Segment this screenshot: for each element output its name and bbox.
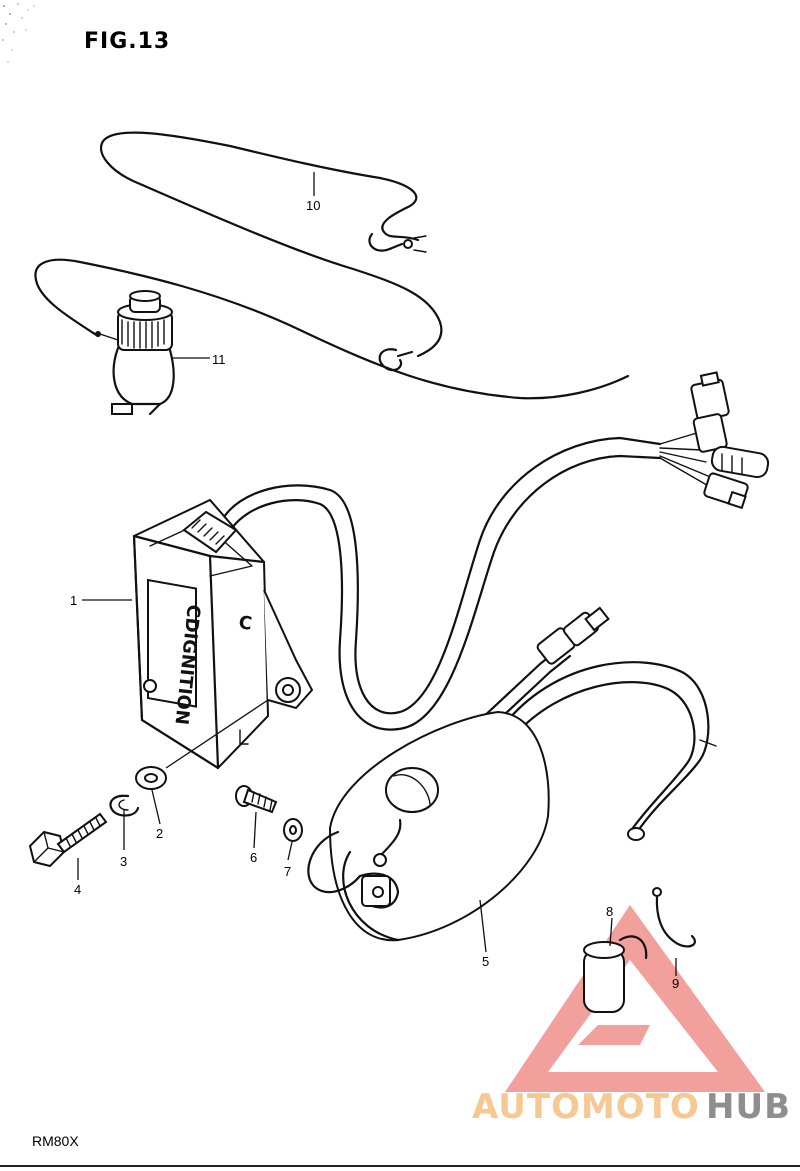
- model-code: RM80X: [32, 1133, 79, 1149]
- part-7-washer: [283, 818, 303, 842]
- watermark-triangle-inner: [578, 1025, 650, 1045]
- cdi-side-letter: C: [237, 612, 253, 635]
- part-2-washer: [135, 766, 167, 790]
- callout-5: 5: [482, 954, 489, 969]
- part-9-clip: [652, 887, 696, 948]
- callout-4: 4: [74, 882, 81, 897]
- callout-10: 10: [306, 198, 320, 213]
- callout-labels: 1 2 3 4 5 6 7 8 9 10 11: [70, 198, 679, 991]
- harness-connector-a: [690, 371, 730, 453]
- callout-7: 7: [284, 864, 291, 879]
- leader-lines: [77, 172, 677, 976]
- callout-11: 11: [212, 352, 226, 367]
- callout-1: 1: [70, 593, 77, 608]
- part-1-cdi-unit: CDIGNITION C: [132, 371, 770, 770]
- part-5-ignition-coil: [307, 606, 717, 942]
- figure-title: FIG.13: [84, 29, 170, 54]
- part-8-cap: [583, 935, 648, 1013]
- watermark-logo: [505, 905, 765, 1092]
- harness-connector-b: [703, 445, 770, 510]
- part-3-lock-washer: [109, 794, 140, 817]
- callout-8: 8: [606, 904, 613, 919]
- part-11-kill-switch: [34, 258, 630, 416]
- watermark-text-hub: HUB: [706, 1087, 791, 1127]
- callout-9: 9: [672, 976, 679, 991]
- watermark-triangle: [505, 905, 765, 1092]
- part-4-bolt: [28, 812, 108, 868]
- scan-noise: [2, 3, 35, 63]
- watermark-text-automoto: AUTOMOTO: [472, 1087, 700, 1127]
- part-6-screw: [235, 785, 278, 814]
- callout-3: 3: [120, 854, 127, 869]
- callout-6: 6: [250, 850, 257, 865]
- callout-2: 2: [156, 826, 163, 841]
